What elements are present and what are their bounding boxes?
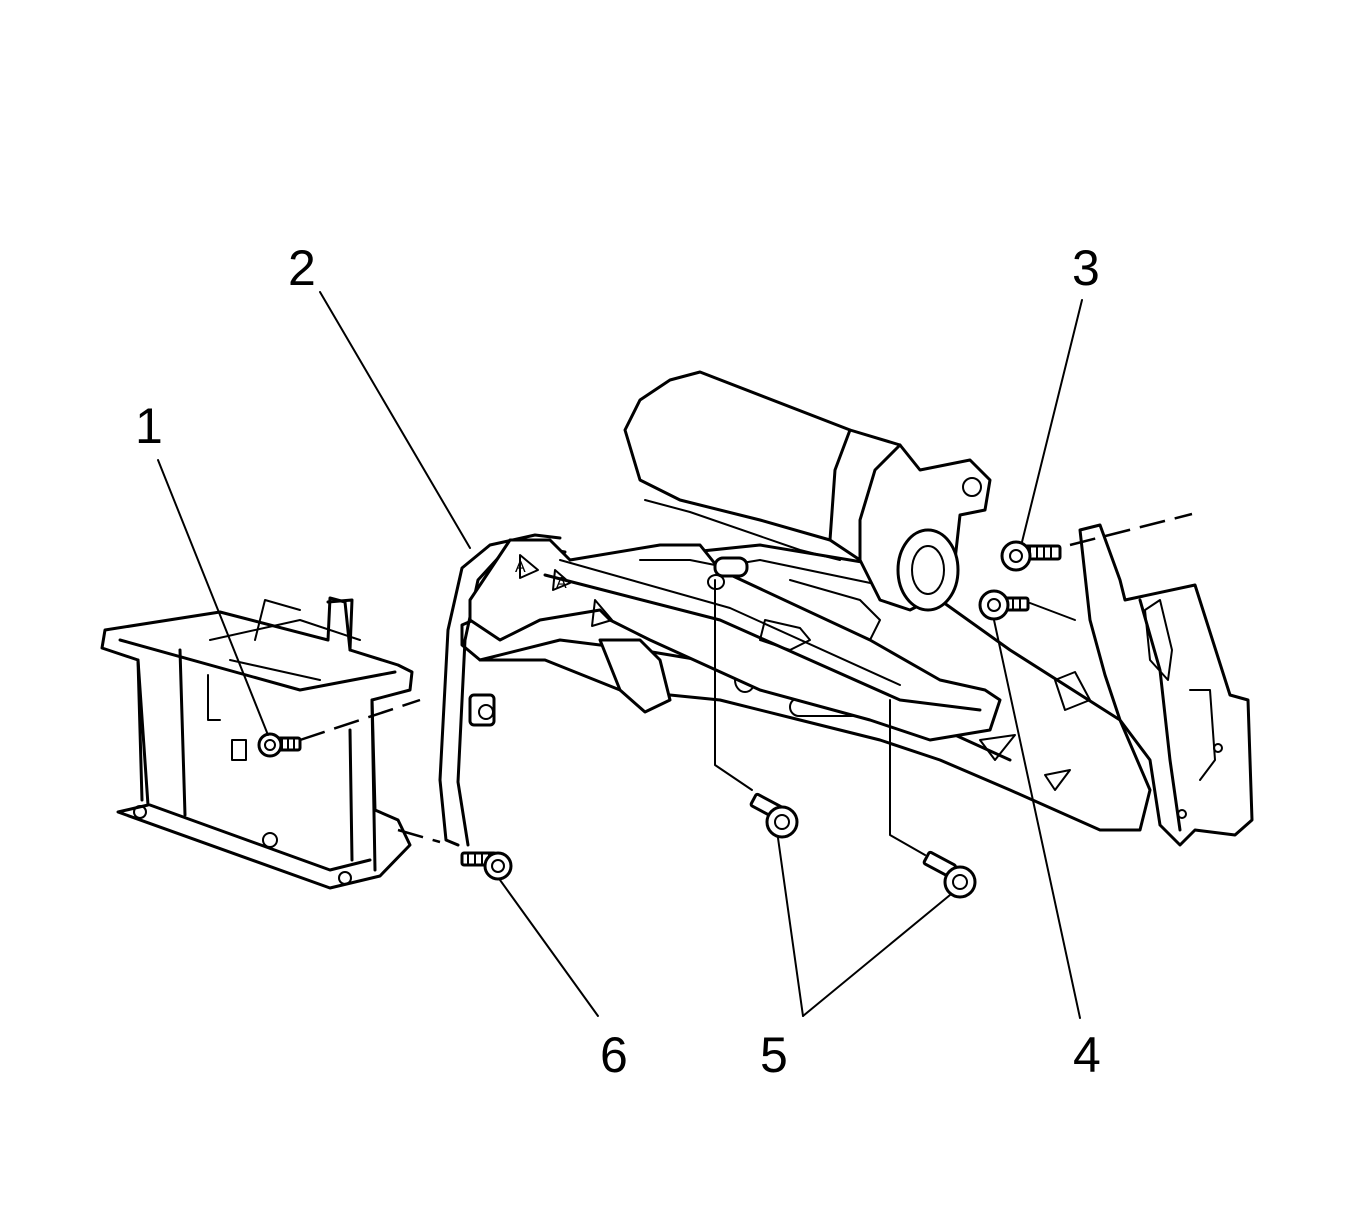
callout-1: 1 <box>135 398 163 454</box>
bolt-6 <box>397 828 513 881</box>
callout-3: 3 <box>1072 240 1100 296</box>
bolt-1 <box>257 698 421 758</box>
leader-lines <box>157 291 1083 1019</box>
callout-6: 6 <box>600 1027 628 1083</box>
left-support-bracket <box>100 596 414 890</box>
callout-5: 5 <box>760 1027 788 1083</box>
part-mark-a: A <box>515 559 526 576</box>
bolt-5b <box>889 699 977 899</box>
bolt-5a <box>714 579 799 839</box>
part-mark-b: A <box>556 575 567 592</box>
callout-labels: 1 2 3 4 5 6 <box>135 240 1101 1083</box>
nut-4 <box>978 589 1076 621</box>
callout-4: 4 <box>1073 1027 1101 1083</box>
callout-2: 2 <box>288 240 316 296</box>
rail-bracket-assembly: A A <box>438 533 1002 847</box>
right-mounting-bracket <box>1054 523 1254 847</box>
cylinder-module <box>623 370 992 612</box>
bolt-3 <box>1000 512 1193 572</box>
